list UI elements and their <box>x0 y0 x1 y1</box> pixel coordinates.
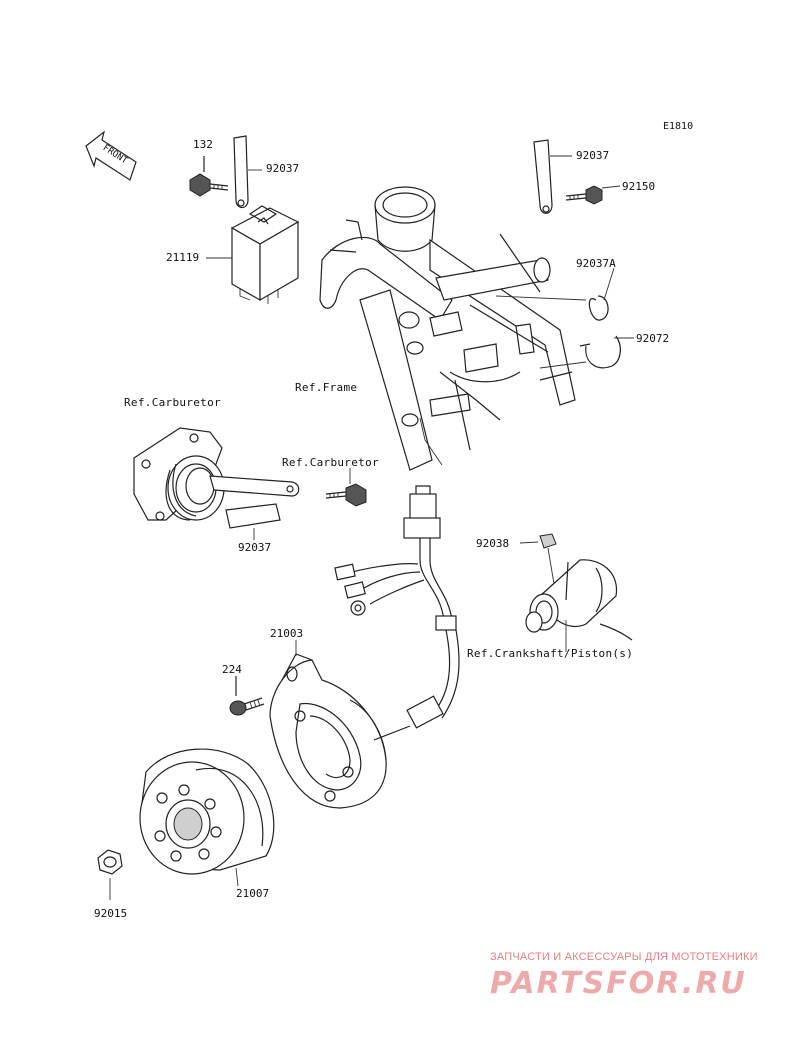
part-label-92037-middle: 92037 <box>238 541 272 554</box>
bolt-carburetor <box>325 468 367 507</box>
part-label-132: 132 <box>193 138 213 151</box>
strap-92037-middle <box>209 475 300 540</box>
part-label-92038: 92038 <box>476 537 510 550</box>
frame-structure <box>319 186 576 471</box>
clip-92037A <box>495 267 615 321</box>
diagram-code: E1810 <box>663 121 694 132</box>
carburetor-flange <box>133 427 225 521</box>
flywheel-21007 <box>139 748 275 887</box>
cdi-unit-21119 <box>206 205 300 304</box>
part-label-224: 224 <box>222 663 242 676</box>
part-label-92150: 92150 <box>622 180 656 193</box>
part-label-92037-top-left: 92037 <box>266 162 300 175</box>
strap-92037-top-left <box>233 135 262 209</box>
part-label-92037A: 92037A <box>576 257 616 270</box>
ref-label-carburetor-top: Ref.Carburetor <box>124 396 221 409</box>
watermark-brand: PARTSFOR.RU <box>490 966 747 1001</box>
front-arrow-icon: FRONT <box>85 130 137 181</box>
part-label-21119: 21119 <box>166 251 200 264</box>
nut-92015 <box>97 849 123 900</box>
stator-21003 <box>269 640 411 809</box>
wire-harness <box>334 485 460 729</box>
bolt-132 <box>189 156 229 197</box>
strap-92037-top-right <box>533 139 572 214</box>
screw-224 <box>229 676 265 716</box>
crankshaft-end <box>525 559 633 652</box>
part-label-21007: 21007 <box>236 887 270 900</box>
part-label-92072: 92072 <box>636 332 670 345</box>
watermark-tagline: ЗАПЧАСТИ И АКСЕССУАРЫ ДЛЯ МОТОТЕХНИКИ <box>490 951 758 963</box>
ref-label-carburetor-bolt: Ref.Carburetor <box>282 456 379 469</box>
part-label-92037-top-right: 92037 <box>576 149 610 162</box>
ref-label-crankshaft: Ref.Crankshaft/Piston(s) <box>467 647 634 660</box>
band-92072 <box>539 335 634 369</box>
part-label-92015: 92015 <box>94 907 128 920</box>
part-label-21003: 21003 <box>270 627 304 640</box>
ref-label-frame: Ref.Frame <box>295 381 358 394</box>
bolt-92150 <box>565 185 621 205</box>
